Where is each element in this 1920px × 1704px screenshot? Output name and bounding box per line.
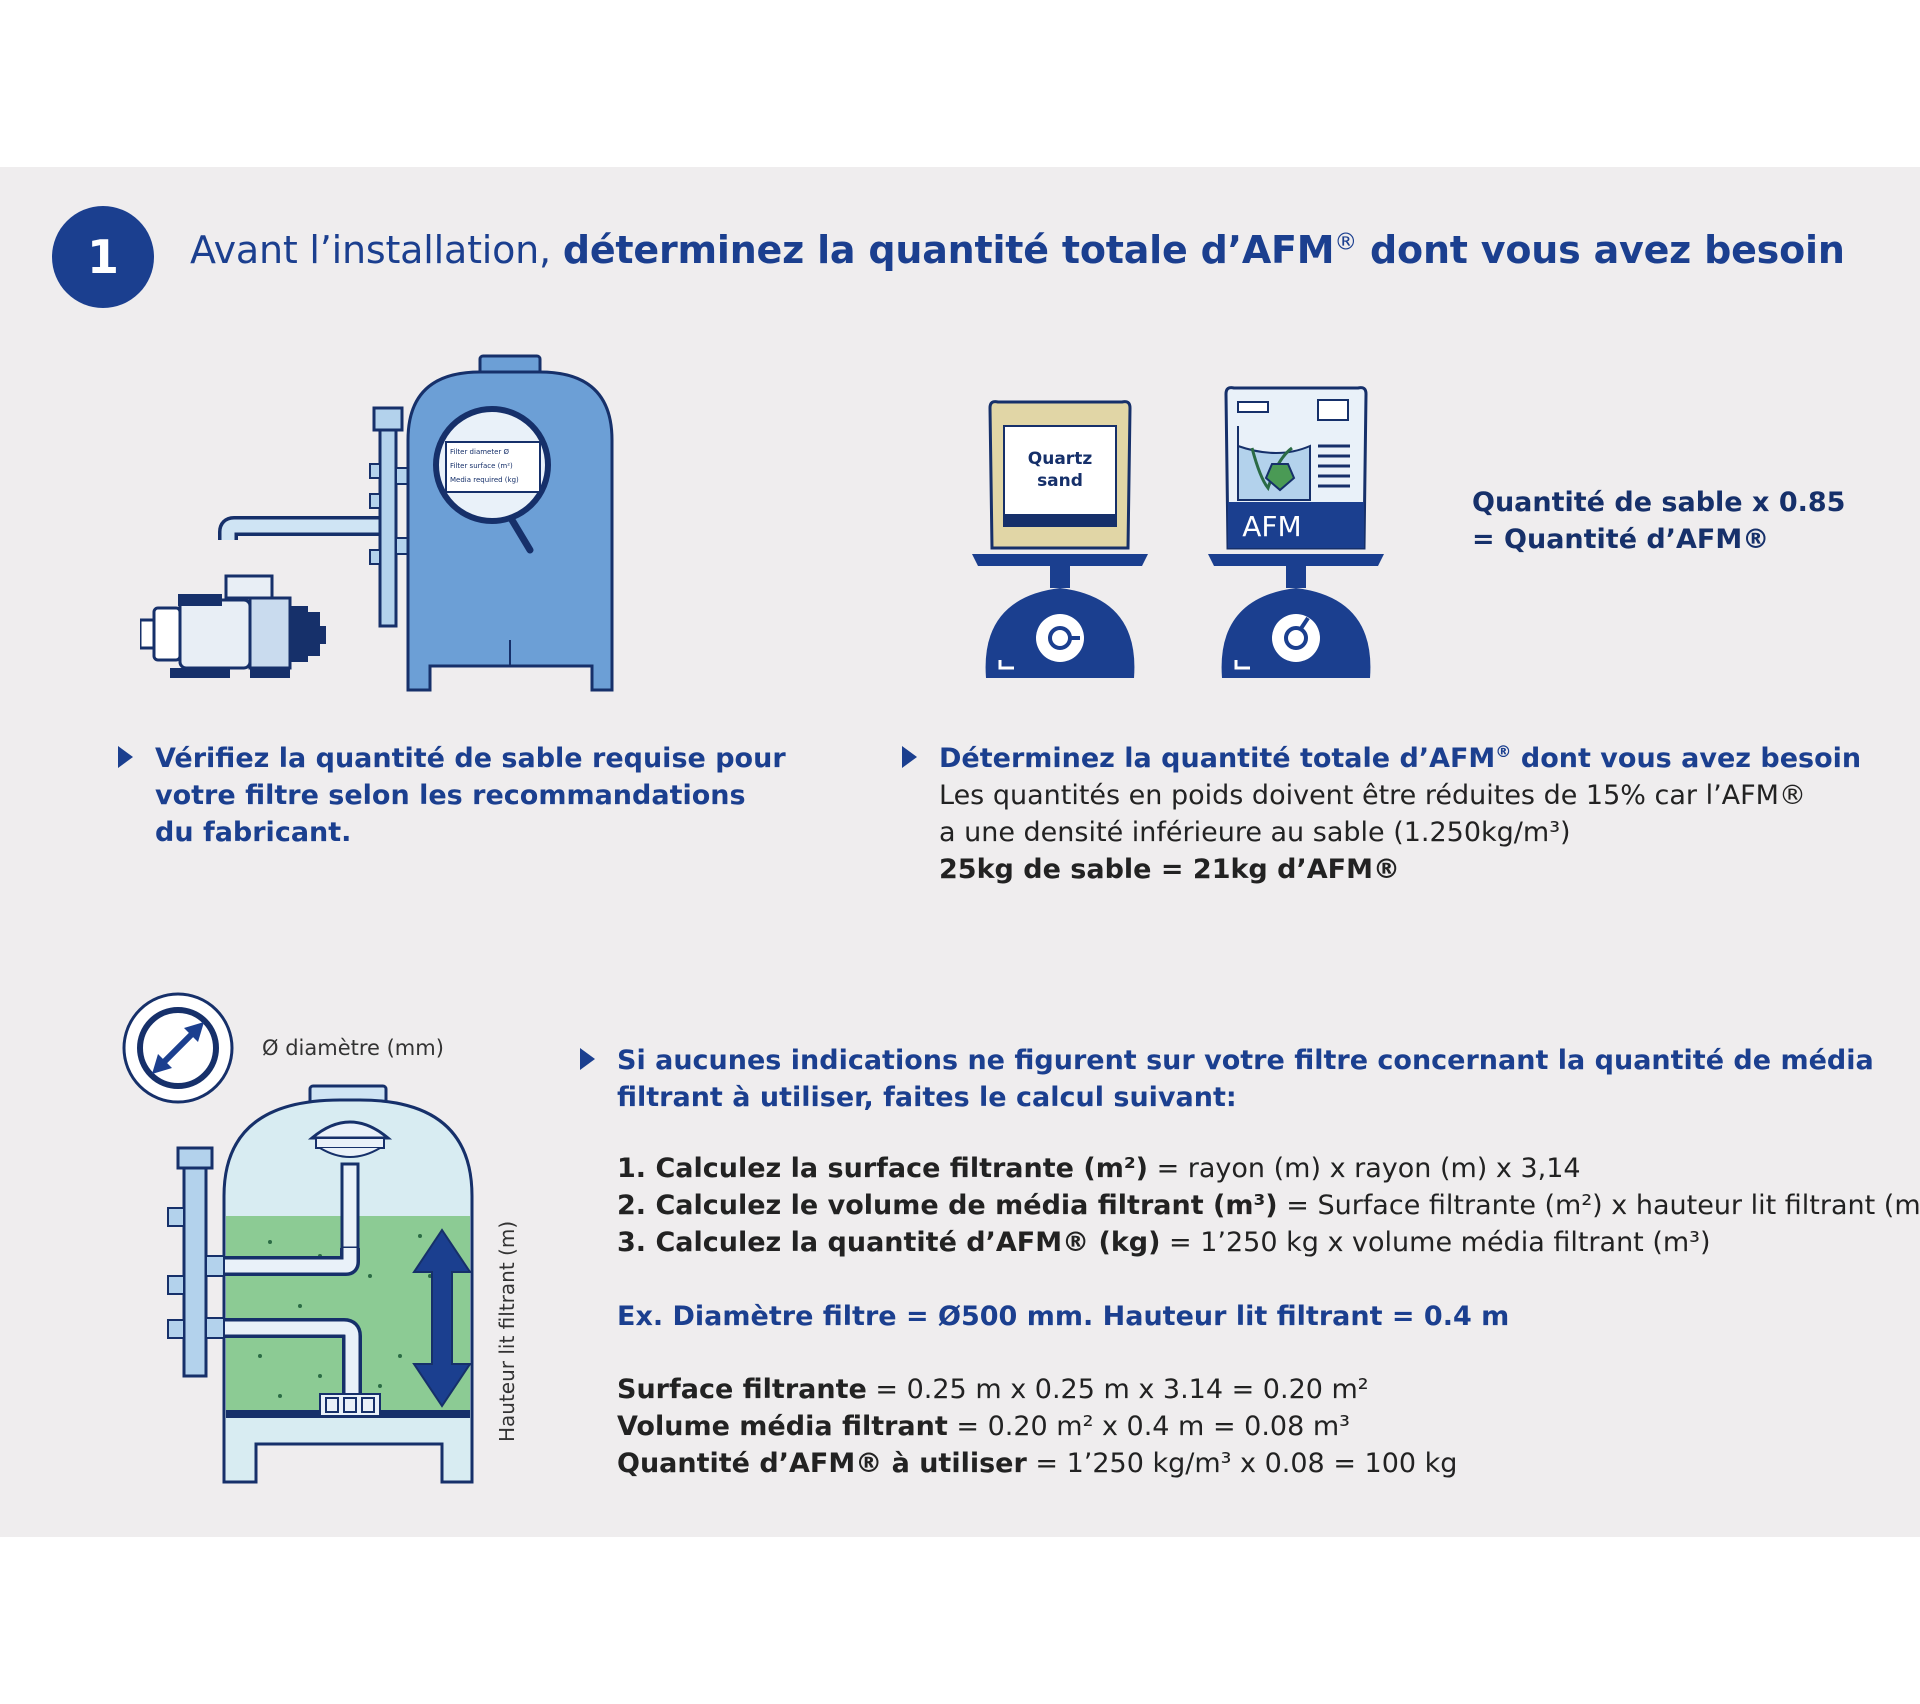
calc-step-2: 2. Calculez le volume de média filtrant … [617,1190,1920,1221]
result-surface: Surface filtrante = 0.25 m x 0.25 m x 3.… [617,1374,1369,1405]
result-quantity: Quantité d’AFM® à utiliser = 1’250 kg/m³… [617,1448,1458,1479]
check-sand-line-2: votre filtre selon les recommandations [155,780,746,811]
result-volume: Volume média filtrant = 0.20 m² x 0.4 m … [617,1411,1350,1442]
bullet-arrow-icon [118,746,133,768]
height-arrow-icon [412,1228,472,1408]
check-sand-line-1: Vérifiez la quantité de sable requise po… [155,743,786,774]
sand-bag-label-2: sand [1037,471,1083,491]
determine-line-2: Les quantités en poids doivent être rédu… [939,780,1806,811]
sand-bag-label-1: Quartz [1028,449,1093,469]
calc-example: Ex. Diamètre filtre = Ø500 mm. Hauteur l… [617,1301,1510,1332]
bullet-calculation: Si aucunes indications ne figurent sur v… [580,1042,1874,1116]
afm-bag-label: AFM [1242,510,1301,543]
calc-intro-line-1: Si aucunes indications ne figurent sur v… [617,1045,1874,1076]
calc-step-3: 3. Calculez la quantité d’AFM® (kg) = 1’… [617,1227,1711,1258]
calc-intro-line-2: filtrant à utiliser, faites le calcul su… [617,1082,1237,1113]
calc-steps: 1. Calculez la surface filtrante (m²) = … [617,1150,1920,1261]
formula-line-1: Quantité de sable x 0.85 [1472,487,1846,518]
calc-results: Surface filtrante = 0.25 m x 0.25 m x 3.… [617,1371,1457,1482]
magnifier-label-1: Filter diameter Ø [450,448,510,456]
calc-step-1: 1. Calculez la surface filtrante (m²) = … [617,1153,1581,1184]
magnifier-label-3: Media required (kg) [450,476,519,484]
determine-line-4: 25kg de sable = 21kg d’AFM® [939,854,1400,885]
title-registered-mark: ® [1334,229,1358,256]
diameter-label: Ø diamètre (mm) [262,1036,444,1060]
height-label: Hauteur lit filtrant (m) [495,1221,519,1442]
formula-line-2: = Quantité d’AFM® [1472,524,1770,555]
afm-scale-illustration: AFM [1208,386,1384,678]
title-normal: Avant l’installation, [190,228,563,272]
bullet-arrow-icon [580,1048,595,1070]
title-bold: déterminez la quantité totale d’AFM [562,228,1335,272]
page-title: Avant l’installation, déterminez la quan… [190,228,1845,272]
bullet-determine-afm: Déterminez la quantité totale d’AFM® don… [902,740,1861,888]
bullet-arrow-icon [902,746,917,768]
filter-pump-illustration: Filter diameter Ø Filter surface (m²) Me… [140,354,614,692]
bullet-check-sand: Vérifiez la quantité de sable requise po… [118,740,786,851]
magnifier-label-2: Filter surface (m²) [450,462,513,470]
sand-scale-illustration: Quartz sand [972,400,1148,678]
title-bold-end: dont vous avez besoin [1357,228,1845,272]
check-sand-line-3: du fabricant. [155,817,352,848]
diameter-icon [122,992,234,1104]
step-number-badge: 1 [52,206,154,308]
determine-line-3: a une densité inférieure au sable (1.250… [939,817,1571,848]
filter-section-illustration: Ø diamètre (mm) Hauteur lit filtrant (m) [122,992,519,1484]
determine-title: Déterminez la quantité totale d’AFM® don… [939,742,1862,774]
